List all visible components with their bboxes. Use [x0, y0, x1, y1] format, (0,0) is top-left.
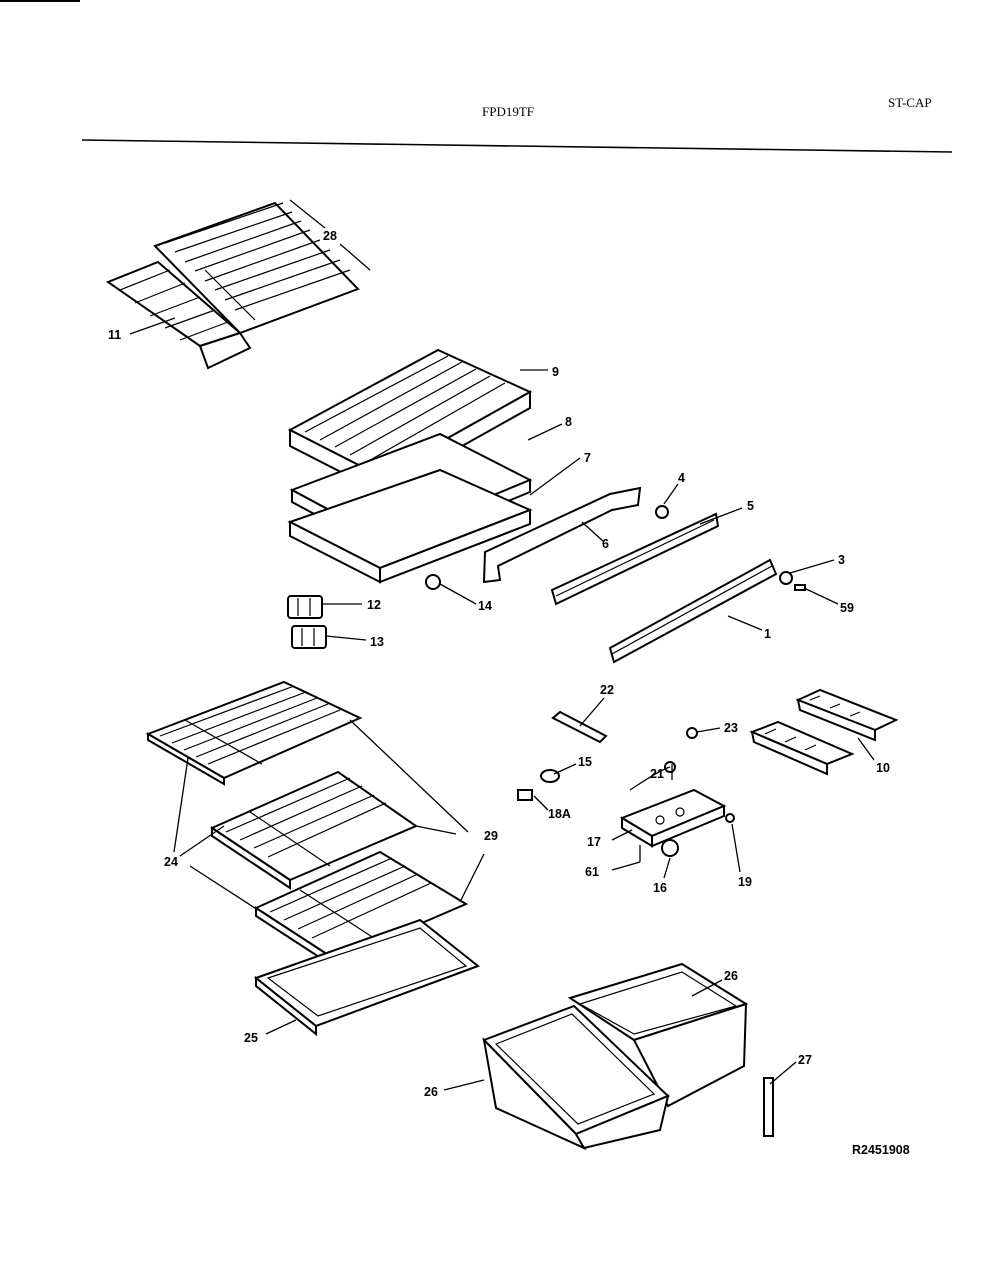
part-cam-14 [425, 574, 441, 590]
callout-17: 17 [587, 835, 601, 849]
callout-26-right: 26 [724, 969, 738, 983]
part-glass-shelf-lower [253, 850, 469, 970]
callout-6: 6 [602, 537, 609, 551]
part-screw-59 [794, 584, 806, 591]
callout-29: 29 [484, 829, 498, 843]
part-slide-12 [287, 595, 323, 619]
header-rule [81, 139, 953, 153]
model-number: FPD19TF [482, 104, 535, 119]
callout-22: 22 [600, 683, 614, 697]
part-knob-16 [661, 839, 679, 857]
callout-12: 12 [367, 598, 381, 612]
callout-10: 10 [876, 761, 890, 775]
part-divider-27 [763, 1077, 774, 1137]
part-light-housing-17 [619, 788, 727, 848]
part-crisper-drawer-right [567, 962, 749, 1108]
callout-25: 25 [244, 1031, 258, 1045]
callout-9: 9 [552, 365, 559, 379]
part-socket-18a [517, 789, 533, 801]
callout-1: 1 [764, 627, 771, 641]
part-clip-4 [655, 505, 669, 519]
callout-61: 61 [585, 865, 599, 879]
drawing-number: R2451908 [852, 1143, 910, 1157]
part-rail-1 [608, 558, 778, 664]
callout-19: 19 [738, 875, 752, 889]
section-code: ST-CAP [888, 95, 932, 110]
callout-15: 15 [578, 755, 592, 769]
callout-23: 23 [724, 721, 738, 735]
callout-14: 14 [478, 599, 492, 613]
part-bar-22 [551, 710, 608, 744]
callout-21: 21 [650, 767, 664, 781]
part-tray-7 [287, 468, 533, 584]
part-cap-3 [779, 571, 793, 585]
callout-26-left: 26 [424, 1085, 438, 1099]
callout-13: 13 [370, 635, 384, 649]
part-bracket-6 [482, 486, 642, 584]
callout-27: 27 [798, 1053, 812, 1067]
callout-16: 16 [653, 881, 667, 895]
callout-8: 8 [565, 415, 572, 429]
callout-11: 11 [108, 328, 121, 342]
part-slide-13 [291, 625, 327, 649]
part-rail-5 [550, 512, 720, 606]
callout-7: 7 [584, 451, 591, 465]
part-crisper-cover-25 [253, 918, 481, 1037]
callout-59: 59 [840, 601, 854, 615]
callout-28-top: 28 [323, 229, 337, 243]
part-egg-trays-10 [749, 688, 899, 776]
part-crisper-drawer-left [482, 1004, 670, 1151]
part-bulb-15 [540, 769, 560, 783]
part-glass-shelf-upper [145, 680, 363, 786]
callout-4: 4 [678, 471, 685, 485]
part-wire-shelf-top [105, 201, 360, 370]
callout-24: 24 [164, 855, 178, 869]
part-wire-21 [629, 766, 671, 791]
callout-3: 3 [838, 553, 845, 567]
callout-18a: 18A [548, 807, 571, 821]
part-pin-19 [725, 813, 735, 823]
leader-lines [129, 199, 875, 1091]
callout-5: 5 [747, 499, 754, 513]
part-clip-23 [686, 727, 698, 739]
top-edge-rule [0, 0, 80, 2]
